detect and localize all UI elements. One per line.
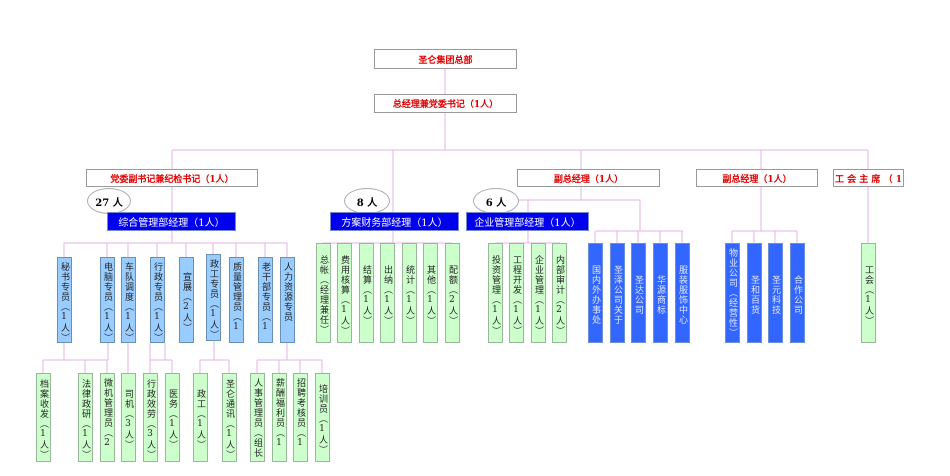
enterprise-role[interactable]: 企业管理（1人）: [531, 243, 546, 343]
department-box[interactable]: 综合管理部经理（1人）: [107, 212, 236, 231]
sub-role[interactable]: 微机管理员（2人）: [100, 373, 115, 462]
department-box[interactable]: 方案财务部经理（1人）: [330, 212, 459, 231]
subsidiary-unit[interactable]: 华源商标: [653, 243, 668, 343]
sub-role[interactable]: 人事管理员（组长兼: [250, 373, 265, 462]
level2-box[interactable]: 工 会 主 席 （ 1: [833, 169, 904, 187]
subsidiary-unit[interactable]: 国内外办事处: [588, 243, 603, 343]
admin-role[interactable]: 秘书专员（1人）: [57, 257, 72, 343]
admin-role[interactable]: 人力资源专员（1，: [280, 257, 295, 343]
enterprise-role[interactable]: 工程开发（1人）: [509, 243, 524, 343]
admin-role[interactable]: 宣展（2人）: [179, 257, 194, 343]
headcount-badge: 27 人: [87, 188, 131, 214]
finance-role[interactable]: 其他（1人）: [423, 243, 438, 343]
headcount-badge: 6 人: [473, 188, 519, 214]
admin-role[interactable]: 政工专员（1人）: [206, 254, 221, 341]
admin-role[interactable]: 行政专员（1人）: [150, 257, 165, 343]
subsidiary-unit[interactable]: 圣和百货: [747, 243, 762, 343]
subsidiary-unit[interactable]: 服装服饰中心: [675, 243, 690, 343]
finance-role[interactable]: 统计（1人）: [402, 243, 417, 343]
finance-role[interactable]: 结算（1人）: [359, 243, 374, 343]
sub-role[interactable]: 招聘考核员（1人）: [293, 373, 308, 462]
headcount-badge: 8 人: [344, 188, 390, 214]
admin-role[interactable]: 车队调度（1人）: [121, 257, 136, 343]
level2-box[interactable]: 副总经理（1人）: [517, 169, 660, 187]
finance-role[interactable]: 费用核算（1人）: [337, 243, 352, 343]
subsidiary-unit[interactable]: 合作公司: [790, 243, 805, 343]
sub-role[interactable]: 培训员（1人）: [315, 373, 330, 462]
sub-role[interactable]: 政工（1人）: [193, 373, 208, 462]
sub-role[interactable]: 医务（1人）: [165, 373, 180, 462]
sub-role[interactable]: 薪酬福利员（1人）: [272, 373, 287, 462]
subsidiary-unit[interactable]: 圣元科技: [768, 243, 783, 343]
general-manager-box[interactable]: 总经理兼党委书记（1人）: [374, 94, 517, 113]
admin-role[interactable]: 老干部专员（1人）: [258, 257, 273, 343]
sub-role[interactable]: 档案收发（1人）: [36, 373, 51, 462]
finance-role[interactable]: 总帐（经理兼任）: [316, 243, 331, 343]
union-role[interactable]: 工会（1人）: [861, 243, 876, 343]
sub-role[interactable]: 法律政研（1人）: [78, 373, 93, 462]
subsidiary-unit[interactable]: 圣达公司: [631, 243, 646, 343]
subsidiary-unit[interactable]: 圣泽公司关于: [610, 243, 625, 343]
level2-box[interactable]: 副总经理（1人）: [696, 169, 818, 187]
department-box[interactable]: 企业管理部经理（1人）: [466, 212, 589, 231]
admin-role[interactable]: 质量管理员（1人）: [229, 257, 244, 343]
finance-role[interactable]: 出纳（1人）: [380, 243, 395, 343]
group-hq-box[interactable]: 圣仑集团总部: [374, 49, 517, 69]
admin-role[interactable]: 电脑专员（1人）: [100, 257, 115, 343]
enterprise-role[interactable]: 投资管理（1人）: [488, 243, 503, 343]
sub-role[interactable]: 圣仑通讯（1人）: [222, 373, 237, 462]
subsidiary-unit[interactable]: 物业公司（经营性）（: [725, 243, 740, 343]
level2-box[interactable]: 党委副书记兼纪检书记（1人）: [86, 169, 258, 187]
enterprise-role[interactable]: 内部审计（2人）: [552, 243, 567, 343]
sub-role[interactable]: 司机（3人）: [121, 373, 136, 462]
sub-role[interactable]: 行政效劳（3人）: [143, 373, 158, 462]
finance-role[interactable]: 配额（2人）: [445, 243, 460, 343]
